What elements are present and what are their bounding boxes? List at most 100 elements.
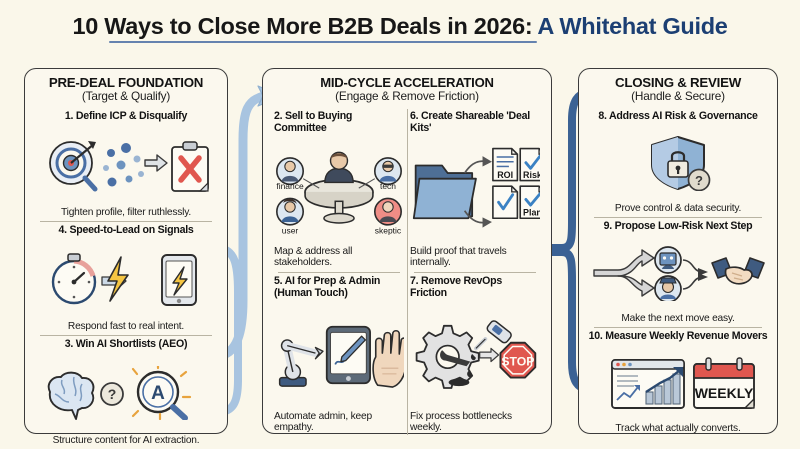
doc-label-roi: ROI [497, 170, 513, 180]
tip-title-1: 1. Define ICP & Disqualify [64, 110, 188, 123]
doc-card-roi: ROI [492, 147, 519, 182]
doc-label-plan: Plan [523, 208, 540, 218]
tip-illustration-8: ? [587, 123, 769, 203]
stage-heading-2: MID-CYCLE ACCELERATION [320, 75, 494, 90]
tip-title-2: 2. Sell to Buying Committee [274, 109, 353, 134]
tip-card-4[interactable]: 4. Speed-to-Lead on Signals [33, 221, 219, 335]
avatar-finance-icon [276, 157, 320, 189]
stage-subheading-3: (Handle & Secure) [631, 89, 725, 104]
stop-sign-icon: STOP [499, 342, 537, 379]
tip-illustration-4 [33, 237, 219, 321]
role-label-finance: finance [276, 181, 304, 191]
role-label-user: user [282, 226, 299, 236]
stage-header-1: PRE-DEAL FOUNDATION (Target & Qualify) [33, 75, 219, 104]
question-badge-icon: ? [100, 381, 124, 406]
tip-caption-3: Structure content for AI extraction. [52, 434, 200, 446]
tip-illustration-1 [33, 123, 219, 207]
committee-table-icon [304, 178, 374, 224]
stage-header-3: CLOSING & REVIEW (Handle & Secure) [587, 75, 769, 104]
handshake-icon [711, 256, 765, 285]
doc-card-plan: Plan [519, 185, 540, 220]
tip-card-9[interactable]: 9. Propose Low-Risk Next Step [587, 217, 769, 327]
page-title: 10 Ways to Close More B2B Deals in 2026:… [0, 13, 800, 43]
role-label-tech: tech [380, 181, 396, 191]
tip-card-10[interactable]: 10. Measure Weekly Revenue Movers [587, 327, 769, 437]
tip-caption-10: Track what actually converts. [615, 422, 741, 434]
folder-icon [412, 164, 477, 220]
curve-arrow-down-icon [463, 210, 492, 228]
tip-caption-7: Fix process bottlenecks weekly. [410, 410, 512, 434]
tip-card-7[interactable]: 7. Remove RevOps Friction [407, 271, 543, 437]
oil-can-icon [448, 320, 512, 387]
stage-panel-pre-deal-foundation: PRE-DEAL FOUNDATION (Target & Qualify) 1… [24, 68, 228, 446]
tip-caption-1: Tighten profile, filter ruthlessly. [60, 206, 192, 218]
doc-card-risk: Risk [519, 147, 540, 182]
stage-heading-1: PRE-DEAL FOUNDATION [48, 75, 204, 90]
tip-caption-9: Make the next move easy. [621, 312, 735, 324]
tip-caption-4: Respond fast to real intent. [67, 320, 185, 332]
question-badge-icon-8: ? [687, 168, 711, 191]
calendar-label: WEEKLY [695, 385, 754, 401]
stage-heading-3: CLOSING & REVIEW [614, 75, 742, 90]
stage-subheading-1: (Target & Qualify) [81, 89, 171, 104]
dashboard-chart-icon [611, 358, 685, 409]
brain-icon [47, 371, 95, 420]
tip-illustration-7: STOP [410, 300, 540, 411]
page-title-main: 10 Ways to Close More B2B Deals in 2026: [72, 13, 537, 43]
stage-subheading-2: (Engage & Remove Friction) [335, 89, 479, 104]
avatar-officer-icon [654, 274, 682, 301]
tip-card-3[interactable]: 3. Win AI Shortlists (AEO) ? A [33, 335, 219, 449]
avatar-skeptic-icon [373, 197, 402, 226]
stage-panel-mid-cycle-acceleration: MID-CYCLE ACCELERATION (Engage & Remove … [262, 68, 552, 437]
avatar-user-icon [276, 197, 305, 226]
tip-illustration-5 [274, 300, 404, 411]
curve-arrow-up-icon [463, 156, 492, 174]
tip-title-4: 4. Speed-to-Lead on Signals [58, 224, 194, 237]
magnifier-a-icon: A [131, 365, 192, 420]
stopwatch-icon [51, 253, 97, 304]
role-label-skeptic: skeptic [375, 226, 402, 236]
human-hand-icon [372, 330, 404, 389]
calendar-weekly-icon: WEEKLY [693, 357, 755, 409]
svg-text:?: ? [695, 173, 703, 188]
avatar-tech-icon [358, 157, 402, 189]
stage-panel-closing-and-review: CLOSING & REVIEW (Handle & Secure) 8. Ad… [578, 68, 778, 434]
tip-illustration-3: ? A [33, 351, 219, 435]
target-magnifier-icon [49, 140, 98, 192]
tip-card-2[interactable]: 2. Sell to Buying Committee [271, 107, 407, 272]
page-title-accent: A Whitehat Guide [537, 13, 728, 39]
clipboard-x-icon [171, 141, 209, 192]
tip-illustration-9 [587, 233, 769, 313]
stage-header-2: MID-CYCLE ACCELERATION (Engage & Remove … [271, 75, 543, 104]
tablet-pen-icon [325, 326, 371, 385]
tip-card-1[interactable]: 1. Define ICP & Disqualify [33, 107, 219, 221]
robot-arm-icon [278, 339, 324, 388]
doc-label-risk: Risk [523, 170, 540, 180]
tip-title-9: 9. Propose Low-Risk Next Step [603, 220, 753, 233]
arrow-right-small-icon [479, 348, 500, 363]
tip-illustration-10: WEEKLY [587, 343, 769, 423]
stop-sign-label: STOP [501, 355, 534, 369]
tip-title-3: 3. Win AI Shortlists (AEO) [64, 338, 188, 351]
tip-caption-6: Build proof that travels internally. [410, 245, 507, 269]
svg-text:?: ? [108, 386, 117, 402]
tip-title-6: 6. Create Shareable 'Deal Kits' [410, 109, 530, 134]
doc-card-blank [492, 185, 519, 220]
tip-title-10: 10. Measure Weekly Revenue Movers [588, 330, 768, 343]
tip-illustration-2: finance tech user skeptic [274, 135, 404, 246]
tip-caption-2: Map & address all stakeholders. [274, 245, 353, 269]
tip-title-8: 8. Address AI Risk & Governance [598, 110, 758, 123]
avatar-presenter-icon [654, 245, 682, 274]
avatar-lead-icon [324, 151, 354, 184]
gear-wrench-icon [415, 325, 480, 390]
arrow-right-icon [144, 154, 168, 172]
smartphone-bolt-icon [161, 253, 197, 306]
tip-card-6[interactable]: 6. Create Shareable 'Deal Kits' [407, 107, 543, 272]
tip-card-5[interactable]: 5. AI for Prep & Admin (Human Touch) [271, 271, 407, 437]
tip-caption-5: Automate admin, keep empathy. [274, 410, 372, 434]
tip-title-7: 7. Remove RevOps Friction [410, 274, 502, 299]
arrow-bolt-icon [101, 255, 129, 302]
arrowhead-lower-icon [698, 272, 708, 281]
svg-text:A: A [151, 383, 165, 404]
tip-card-8[interactable]: 8. Address AI Risk & Governance ? [587, 107, 769, 217]
